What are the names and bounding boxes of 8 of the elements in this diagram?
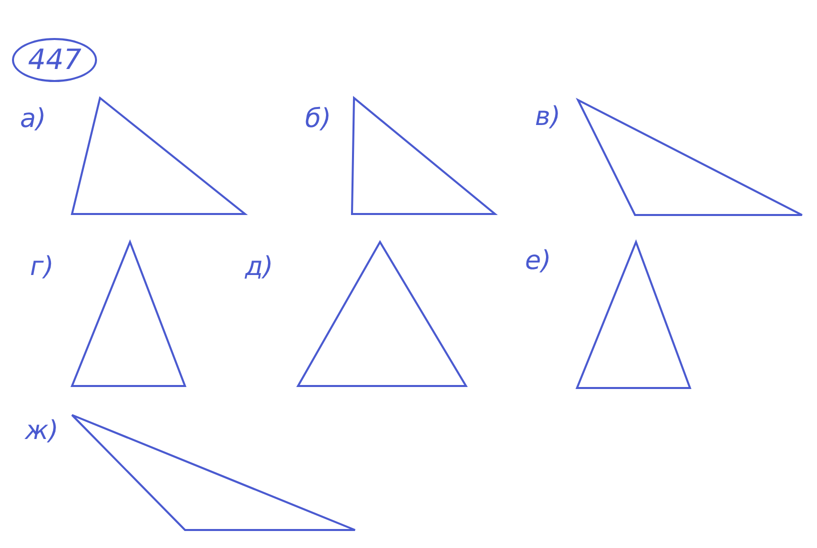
figure-label: б) bbox=[305, 106, 332, 132]
task-number: 447 bbox=[12, 38, 98, 82]
figure-label: в) bbox=[535, 104, 560, 130]
figure-label: д) bbox=[245, 254, 274, 280]
figure-label: е) bbox=[525, 248, 552, 274]
figure-label: а) bbox=[20, 106, 46, 132]
figure-label: ж) bbox=[25, 418, 59, 444]
figure-label: г) bbox=[30, 254, 54, 280]
